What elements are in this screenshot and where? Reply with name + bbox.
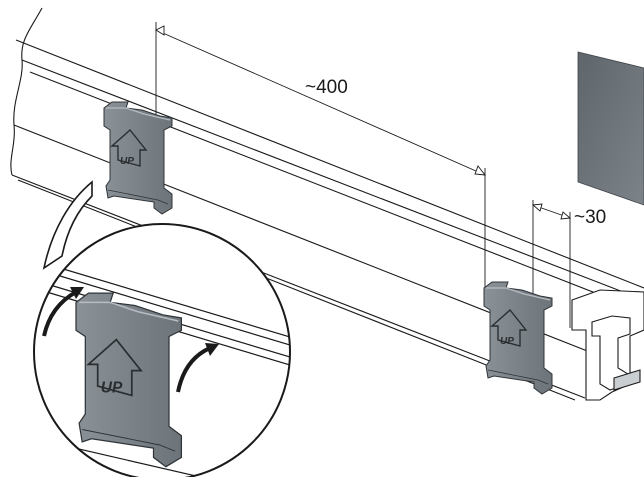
zoom-detail: UP <box>33 223 291 477</box>
up-arrow-icon: UP <box>490 308 528 347</box>
mounting-clip-left: UP <box>103 101 173 215</box>
mounting-clip-detail: UP <box>75 292 183 468</box>
clip-up-marking: UP <box>101 379 123 396</box>
curved-arrow-icon <box>42 287 84 337</box>
dimension-label-spacing: ~400 <box>305 77 348 98</box>
up-arrow-icon: UP <box>86 338 143 397</box>
rail-end-profile <box>571 289 644 401</box>
clip-up-marking: UP <box>500 336 514 347</box>
clip-up-marking: UP <box>120 156 134 167</box>
zoom-callout-pointer <box>42 180 93 270</box>
dimension-label-end-offset: ~30 <box>574 207 606 228</box>
panel-edge <box>577 51 644 206</box>
mounting-clip-right: UP <box>483 281 553 395</box>
up-arrow-icon: UP <box>110 128 148 167</box>
curved-arrow-icon <box>176 343 219 393</box>
dimension-lines <box>155 22 572 328</box>
